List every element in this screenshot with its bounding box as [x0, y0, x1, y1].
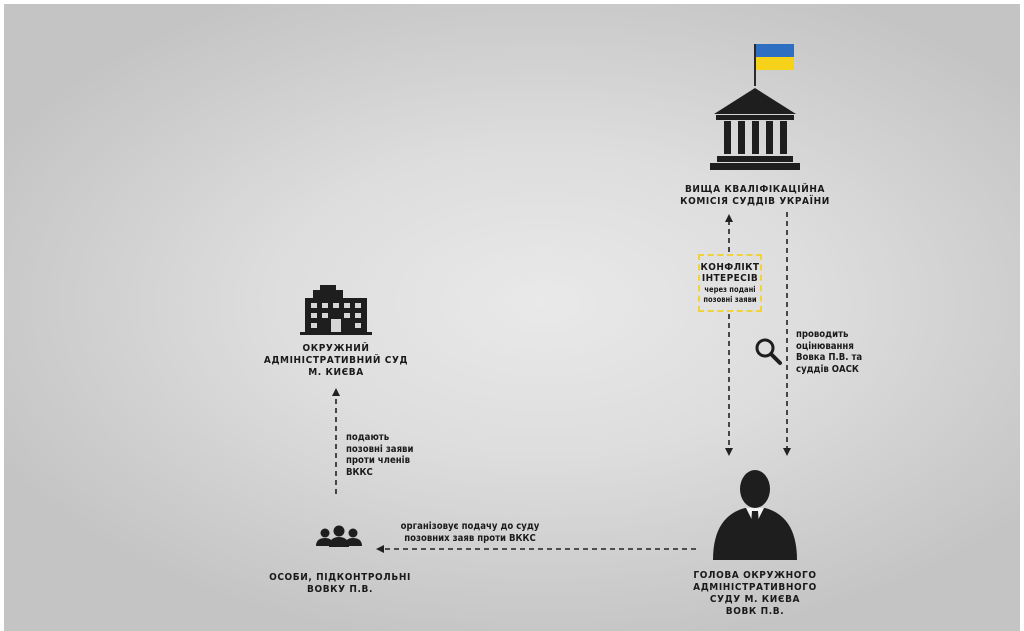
file-claims-note-line2: позовні заяви: [346, 443, 414, 455]
vkks-label-line2: КОМІСІЯ СУДДІВ УКРАЇНИ: [680, 196, 830, 207]
file-claims-note-line3: проти членів: [346, 455, 410, 466]
oask-label-line3: М. КИЄВА: [308, 367, 364, 378]
evaluation-note-line1: проводить: [796, 329, 849, 340]
oask-label: ОКРУЖНИЙ АДМІНІСТРАТИВНИЙ СУД М. КИЄВА: [250, 343, 422, 379]
organizes-note-line1: організовує подачу до суду: [400, 521, 540, 532]
office-building-icon: [300, 285, 372, 335]
file-claims-note-line1: подають: [346, 432, 390, 443]
oask-label-line1: ОКРУЖНИЙ: [302, 343, 370, 354]
organizes-note: організовує подачу до суду позовних заяв…: [390, 521, 550, 544]
flag-icon: [754, 44, 794, 86]
courthouse-icon: [710, 88, 800, 170]
head-label: ГОЛОВА ОКРУЖНОГО АДМІНІСТРАТИВНОГО СУДУ …: [680, 570, 830, 618]
file-claims-note: подають позовні заяви проти членів ВККС: [346, 432, 436, 478]
magnifier-icon: [755, 338, 782, 365]
head-label-line1: ГОЛОВА ОКРУЖНОГО: [693, 570, 817, 581]
frame-border-top: [0, 0, 1024, 4]
businessman-icon: [713, 470, 797, 560]
evaluation-note-line4: суддів ОАСК: [796, 363, 859, 375]
conflict-title-line1: КОНФЛІКТ: [700, 262, 760, 273]
conflict-sub-line1: через подані: [704, 285, 756, 294]
conflict-sub-line2: позовні заяви: [703, 295, 757, 304]
evaluation-note-line2: оцінювання: [796, 340, 854, 352]
head-label-line2: АДМІНІСТРАТИВНОГО: [693, 582, 817, 593]
organizes-note-line2: позовних заяв проти ВККС: [404, 532, 536, 544]
persons-label-line2: ВОВКУ П.В.: [307, 584, 373, 595]
evaluation-note: проводить оцінювання Вовка П.В. та судді…: [796, 329, 886, 375]
file-claims-note-line4: ВККС: [346, 466, 373, 478]
head-label-line4: ВОВК П.В.: [725, 606, 785, 617]
frame-border-right: [1020, 0, 1024, 631]
group-of-people-icon: [316, 525, 362, 547]
persons-label-line1: ОСОБИ, ПІДКОНТРОЛЬНІ: [269, 572, 411, 583]
vkks-label-line1: ВИЩА КВАЛІФІКАЦІЙНА: [684, 184, 826, 195]
head-label-line3: СУДУ М. КИЄВА: [709, 594, 801, 605]
frame-border-left: [0, 0, 4, 631]
conflict-title-line2: ІНТЕРЕСІВ: [701, 273, 759, 284]
conflict-of-interest-box: КОНФЛІКТ ІНТЕРЕСІВ через подані позовні …: [698, 254, 762, 312]
persons-label: ОСОБИ, ПІДКОНТРОЛЬНІ ВОВКУ П.В.: [255, 572, 425, 596]
oask-label-line2: АДМІНІСТРАТИВНИЙ СУД: [263, 355, 409, 366]
vkks-label: ВИЩА КВАЛІФІКАЦІЙНА КОМІСІЯ СУДДІВ УКРАЇ…: [670, 184, 840, 208]
evaluation-note-line3: Вовка П.В. та: [796, 352, 863, 363]
